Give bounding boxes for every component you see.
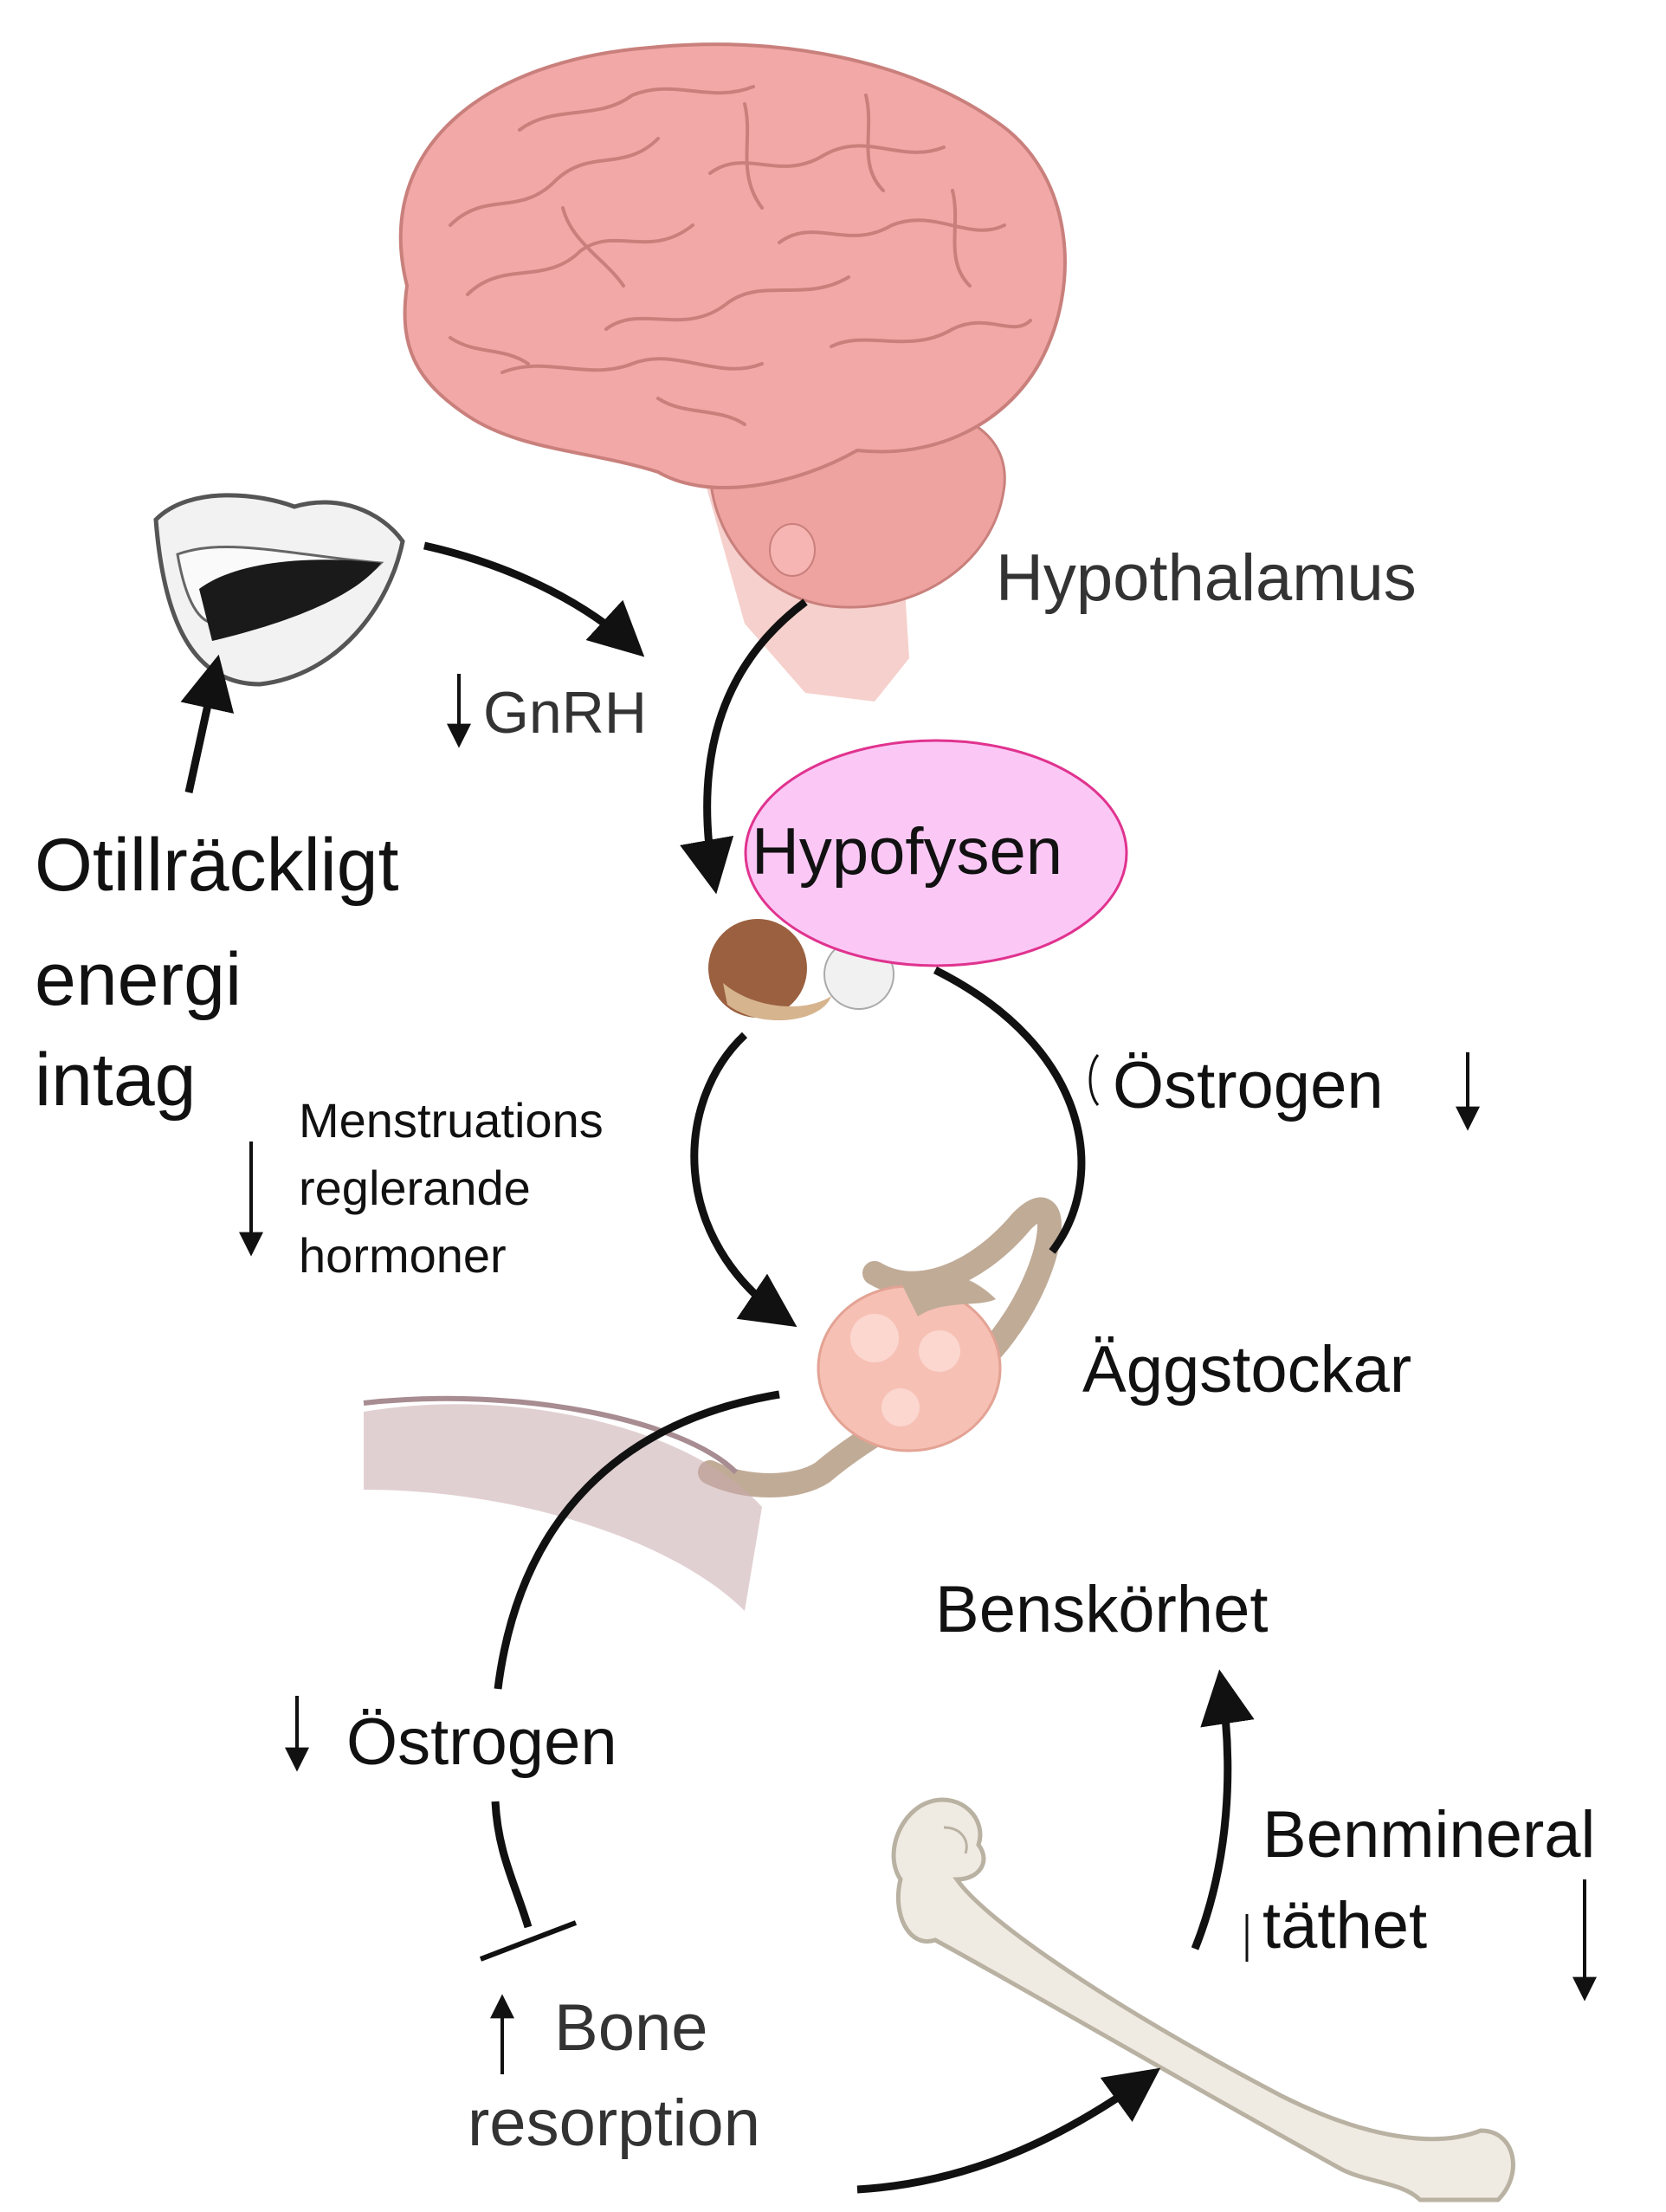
ostrogen-left-label: Östrogen <box>346 1704 617 1780</box>
gnrh-label: GnRH <box>483 679 647 747</box>
intag-label: intag <box>35 1038 197 1123</box>
inhibition-bar <box>481 1923 576 1959</box>
arrow-pituitary-to-ovary <box>694 1035 788 1321</box>
hypofysen-label: Hypofysen <box>752 814 1062 889</box>
aggstockar-label: Äggstockar <box>1082 1332 1411 1407</box>
otillrackligt-label: Otillräckligt <box>35 823 399 909</box>
arrow-label-to-mouth <box>189 665 216 792</box>
benskorhet-label: Benskörhet <box>935 1572 1268 1647</box>
menstruations-label: Menstruations <box>299 1093 604 1148</box>
arrow-ovary-feedback-to-pituitary <box>935 970 1082 1252</box>
arrow-bone-to-benskorhet <box>1195 1680 1228 1949</box>
tathet-label: täthet <box>1262 1888 1427 1963</box>
bracket-estrogen-right <box>1090 1055 1098 1105</box>
mouth-illustration <box>156 495 403 684</box>
inhibition-line-estrogen-bone <box>495 1801 528 1927</box>
energi-label: energi <box>35 937 242 1023</box>
ostrogen-right-label: Östrogen <box>1113 1048 1384 1123</box>
bone-label: Bone <box>554 1990 708 2066</box>
arrow-resorption-to-bone <box>857 2074 1152 2189</box>
hypothalamus-label: Hypothalamus <box>996 540 1417 616</box>
arrow-mouth-to-hypothalamus <box>424 546 636 650</box>
brain-illustration <box>401 44 1065 702</box>
resorption-label: resorption <box>468 2086 760 2161</box>
benmineral-label: Benmineral <box>1262 1797 1595 1872</box>
hormoner-label: hormoner <box>299 1228 507 1284</box>
reglerande-label: reglerande <box>299 1161 531 1216</box>
